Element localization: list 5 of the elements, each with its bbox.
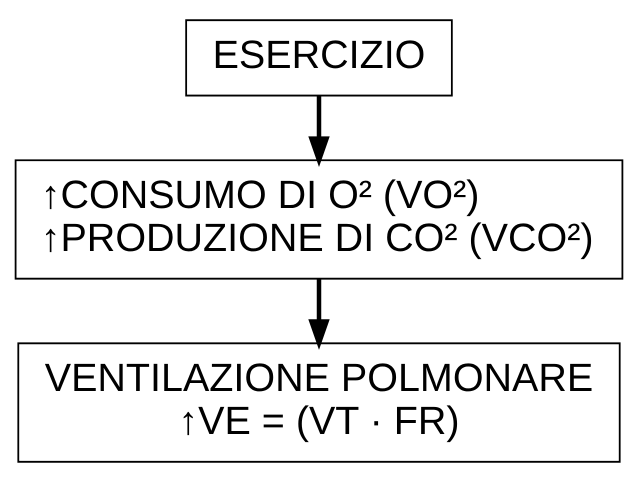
node-box: VENTILAZIONE POLMONARE ↑VE = (VT · FR) — [17, 342, 621, 462]
node-box: ESERCIZIO — [185, 18, 453, 96]
arrow — [308, 278, 330, 350]
node-box: ↑CONSUMO DI O² (VO²) ↑PRODUZIONE DI CO² (VCO²) — [14, 158, 624, 280]
arrow — [308, 96, 330, 166]
